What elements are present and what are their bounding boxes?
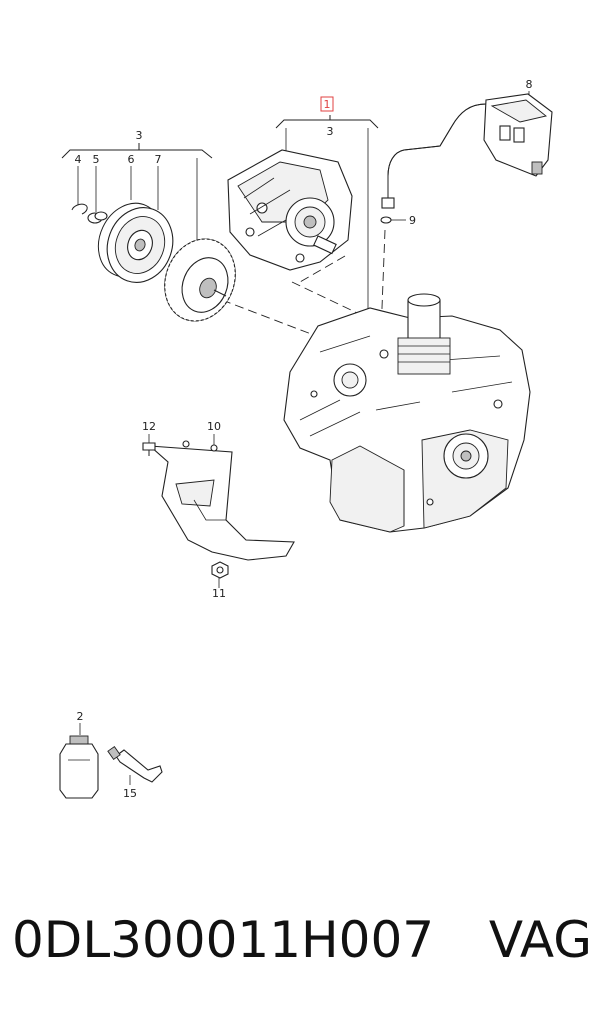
callout-15[interactable]: 15 [123,787,137,800]
callout-1-highlight-box [320,96,334,112]
callout-9[interactable]: 9 [409,214,416,227]
callout-2[interactable]: 2 [77,710,84,723]
group-bracket-left [61,143,213,242]
grease-tube-part[interactable] [107,745,163,783]
callout-3-right[interactable]: 3 [327,125,334,138]
control-module-part[interactable] [381,93,553,209]
callout-7[interactable]: 7 [155,153,162,166]
part-number-label: 0DL300011H007 [12,911,435,969]
callout-3-left[interactable]: 3 [136,129,143,142]
callout-1[interactable]: 1 [324,98,331,111]
brand-label: VAG [488,911,592,969]
mechatronic-unit-part[interactable] [227,149,353,271]
callout-11[interactable]: 11 [212,587,226,600]
screw-part[interactable] [142,442,156,456]
clutch-drum-part[interactable] [153,228,248,331]
callout-5[interactable]: 5 [93,153,100,166]
oil-bottle-part[interactable] [59,735,99,799]
callout-10[interactable]: 10 [207,420,221,433]
nut-part[interactable] [211,561,229,579]
o-ring-part[interactable] [380,216,392,224]
clutch-disc-part[interactable] [97,198,183,291]
heat-shield-part[interactable] [148,440,295,561]
callout-12[interactable]: 12 [142,420,156,433]
callout-6[interactable]: 6 [128,153,135,166]
footer-bar: 0DL300011H007 VAG [12,905,592,975]
callout-4[interactable]: 4 [75,153,82,166]
spring-ring-part[interactable] [87,211,108,224]
circlip-part[interactable] [71,203,88,215]
oil-filter-part[interactable] [397,293,451,375]
callout-8[interactable]: 8 [526,78,533,91]
gearbox-housing-part[interactable] [283,307,531,533]
